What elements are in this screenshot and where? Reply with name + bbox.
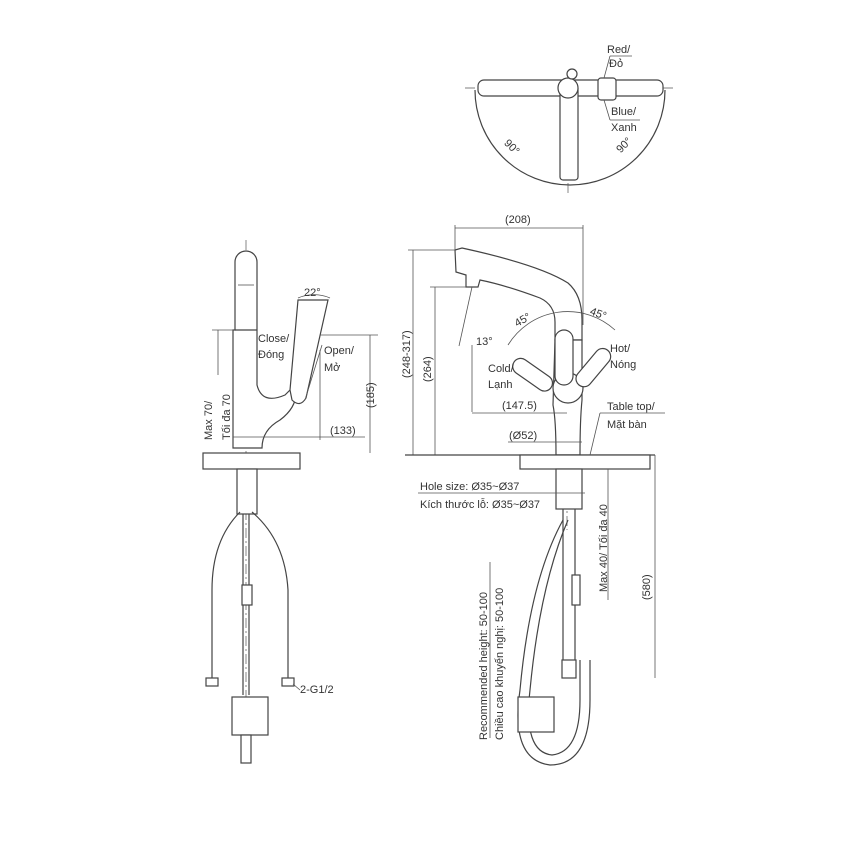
- rotation-arc: [474, 89, 666, 186]
- dim-052: (Ø52): [509, 430, 537, 442]
- dim-580: (580): [641, 574, 653, 600]
- dim-248-317: (248-317): [401, 330, 413, 378]
- lever-hot: [575, 347, 612, 388]
- table-top-label: Table top/: [607, 401, 656, 413]
- max-70-label-vi: Tối đa 70: [221, 394, 233, 440]
- dim-264: (264): [422, 356, 434, 382]
- red-label: Red/: [607, 44, 631, 56]
- weight-front: [517, 696, 555, 733]
- table-top-side: [202, 452, 301, 470]
- open-label: Open/: [324, 345, 355, 357]
- close-label: Close/: [258, 333, 290, 345]
- angle-13: 13°: [476, 336, 493, 348]
- recommended-height-label: Recommended height: 50-100: [478, 592, 490, 740]
- blue-label: Blue/: [611, 106, 637, 118]
- max-40-label: Max 40/ Tối đa 40: [598, 504, 610, 592]
- lever-cold: [512, 357, 554, 392]
- dim-185: (185): [365, 382, 377, 408]
- red-label-vi: Đỏ: [609, 58, 623, 70]
- table-top-label-vi: Mặt bàn: [607, 419, 647, 431]
- hole-size-label-vi: Kích thước lỗ: Ø35~Ø37: [420, 498, 540, 511]
- dim-147-5: (147.5): [502, 400, 537, 412]
- side-view: 22° Close/ Đóng Open/ Mở (185) (133) Max…: [202, 240, 378, 764]
- dim-133: (133): [330, 425, 356, 437]
- recommended-height-label-vi: Chiều cao khuyến nghị: 50-100: [494, 588, 506, 740]
- blue-label-vi: Xanh: [611, 122, 637, 134]
- angle-22: 22°: [304, 287, 321, 299]
- table-top-front: [519, 454, 651, 470]
- open-label-vi: Mở: [324, 362, 340, 374]
- cold-label: Cold/: [488, 363, 515, 375]
- cold-label-vi: Lạnh: [488, 379, 512, 391]
- weight-side: [231, 696, 269, 736]
- top-view: Red/ Đỏ Blue/ Xanh 90° 90°: [465, 44, 675, 195]
- angle-45-cold: 45°: [513, 311, 533, 330]
- hot-label-vi: Nóng: [610, 359, 636, 371]
- faucet-body-side: [232, 250, 297, 449]
- max-70-label: Max 70/: [203, 400, 215, 440]
- hole-size-label: Hole size: Ø35~Ø37: [420, 481, 519, 493]
- angle-90-right: 90°: [614, 135, 634, 155]
- lever-center: [554, 329, 574, 386]
- front-view: 45° 45° Cold/ Lạnh Hot/ Nóng 13° (208) (…: [401, 214, 665, 766]
- connection-label: 2-G1/2: [300, 684, 334, 696]
- close-label-vi: Đóng: [258, 349, 284, 361]
- lever-top: [559, 84, 579, 181]
- angle-45-hot: 45°: [588, 306, 608, 323]
- angle-90-left: 90°: [501, 137, 521, 157]
- dim-208: (208): [505, 214, 531, 226]
- valve-body: [597, 77, 617, 101]
- hot-label: Hot/: [610, 343, 631, 355]
